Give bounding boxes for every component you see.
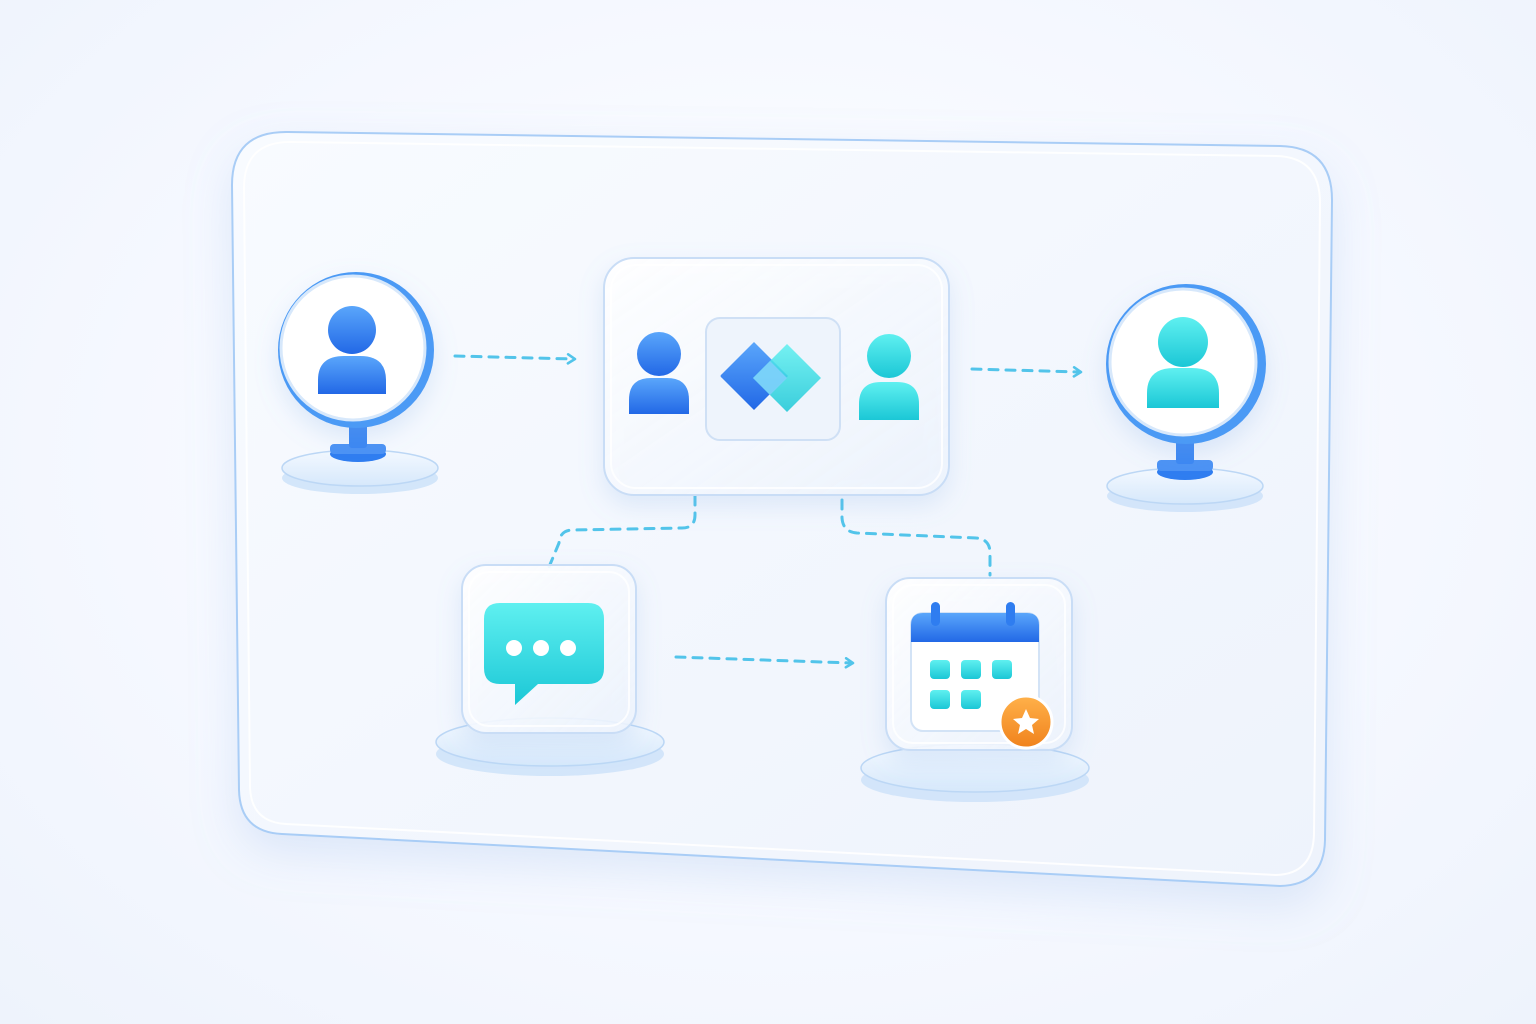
calendar-card-node bbox=[860, 577, 1090, 802]
connector-hub-to-chat bbox=[547, 494, 697, 569]
connector-hub-to-calendar bbox=[840, 498, 992, 577]
connector-sender-to-hub bbox=[453, 353, 577, 365]
matching-hub-card bbox=[603, 257, 950, 496]
receiver-user-node bbox=[1106, 284, 1266, 512]
receiver-stand bbox=[1106, 436, 1264, 512]
chat-card-node bbox=[435, 564, 665, 776]
calendar-icon bbox=[910, 602, 1040, 732]
chat-bubble-icon bbox=[484, 603, 604, 705]
link-diamonds-icon bbox=[720, 342, 821, 412]
sender-stand bbox=[281, 420, 439, 494]
user-icon bbox=[1147, 317, 1219, 408]
connector-chat-to-calendar bbox=[674, 655, 855, 669]
user-icon bbox=[859, 334, 919, 420]
connector-hub-to-receiver bbox=[970, 366, 1083, 378]
calendar-stand bbox=[860, 743, 1090, 802]
star-icon bbox=[1013, 709, 1039, 734]
star-badge bbox=[998, 694, 1054, 750]
connectors bbox=[453, 353, 1083, 669]
user-icon bbox=[318, 306, 386, 394]
link-tile bbox=[705, 317, 841, 441]
sender-user-node bbox=[278, 272, 439, 494]
user-icon bbox=[629, 332, 689, 414]
